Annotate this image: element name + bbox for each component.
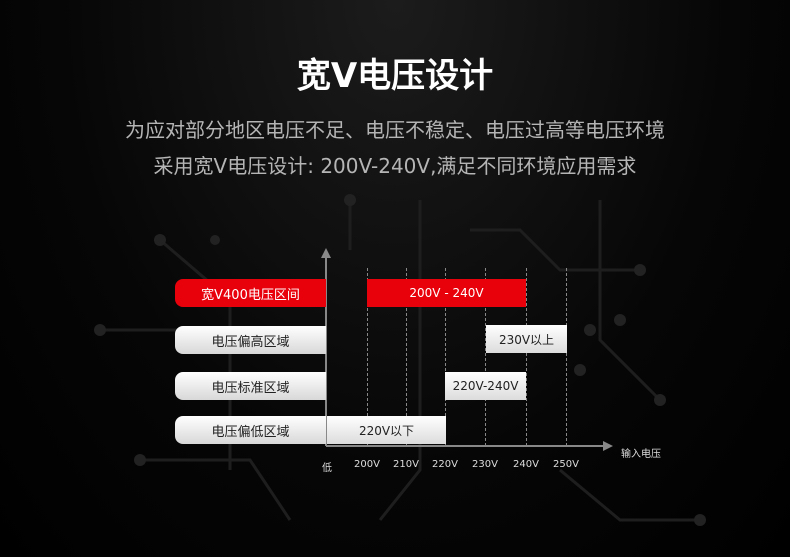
gridline — [526, 268, 527, 446]
x-tick: 250V — [553, 459, 579, 470]
bar-wide-range: 200V - 240V — [367, 279, 526, 307]
gridline — [406, 268, 407, 446]
bar-low: 220V以下 — [327, 416, 446, 444]
subtitle-line-2: 采用宽V电压设计: 200V-240V,满足不同环境应用需求 — [153, 154, 637, 178]
x-tick: 220V — [432, 459, 458, 470]
x-tick: 230V — [472, 459, 498, 470]
x-axis-arrow — [603, 441, 613, 451]
bar-standard: 220V-240V — [445, 372, 526, 400]
x-tick: 240V — [513, 459, 539, 470]
gridline — [566, 268, 567, 446]
gridline — [445, 268, 446, 446]
gridline — [367, 268, 368, 446]
row-label-high: 电压偏高区域 — [175, 326, 326, 354]
page-title: 宽V电压设计 — [296, 56, 494, 96]
gridline — [485, 268, 486, 446]
x-tick: 210V — [393, 459, 419, 470]
row-label-wide-range: 宽V400电压区间 — [175, 279, 326, 307]
x-axis-label: 输入电压 — [621, 449, 661, 460]
x-tick: 低 — [322, 463, 332, 474]
y-axis-arrow — [321, 248, 331, 258]
subtitle-line-1: 为应对部分地区电压不足、电压不稳定、电压过高等电压环境 — [125, 118, 665, 142]
row-label-low: 电压偏低区域 — [175, 416, 326, 444]
bar-high: 230V以上 — [486, 325, 567, 353]
row-label-standard: 电压标准区域 — [175, 372, 326, 400]
x-tick: 200V — [354, 459, 380, 470]
